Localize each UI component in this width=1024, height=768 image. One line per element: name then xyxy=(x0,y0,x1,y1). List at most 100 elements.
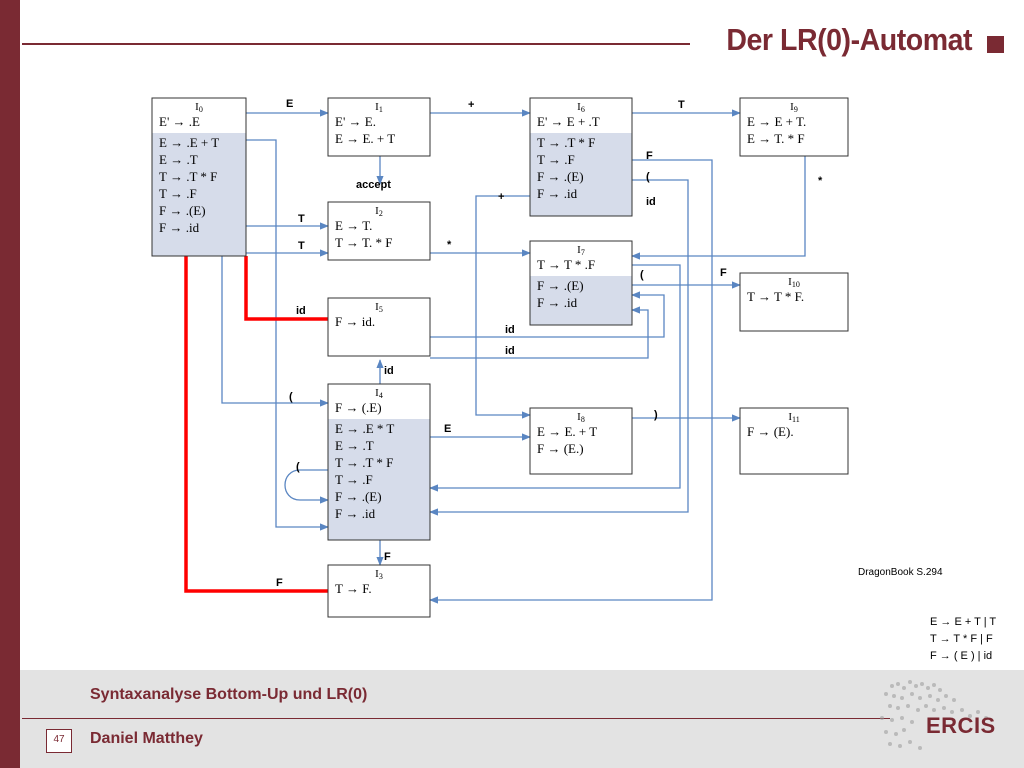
ercis-logo-text: ERCIS xyxy=(926,713,996,738)
state-title: I10 xyxy=(788,276,800,289)
state-title: I5 xyxy=(375,301,383,314)
state-subscript: 3 xyxy=(379,572,383,581)
footer-title: Syntaxanalyse Bottom-Up und LR(0) xyxy=(90,686,368,703)
closure-item: F → .id xyxy=(159,220,200,235)
closure-region xyxy=(530,276,632,325)
kernel-item: F → (E.) xyxy=(537,441,584,456)
transition-edge-10 xyxy=(475,195,531,419)
closure-item: T → .F xyxy=(335,472,373,487)
state-box xyxy=(327,97,431,157)
kernel-item: T → F. xyxy=(335,581,372,596)
kernel-item: T → T * .F xyxy=(537,257,595,272)
kernel-item: E' → E + .T xyxy=(537,114,600,129)
closure-item: E → .T xyxy=(335,438,374,453)
state-box xyxy=(327,297,431,357)
footer-band xyxy=(20,670,1024,768)
closure-region xyxy=(328,419,430,540)
closure-item: F → .id xyxy=(537,295,578,310)
closure-region xyxy=(152,133,246,256)
author-name: Daniel Matthey xyxy=(90,730,203,747)
edge-label-i1-accept: accept xyxy=(356,179,391,191)
kernel-item: E → T. * F xyxy=(747,131,805,146)
kernel-item: E → E. + T xyxy=(335,131,395,146)
closure-item: F → .id xyxy=(537,186,578,201)
closure-item: F → .(E) xyxy=(335,489,382,504)
state-title: I4 xyxy=(375,387,383,400)
closure-item: F → .(E) xyxy=(537,169,584,184)
state-subscript: 1 xyxy=(379,105,383,114)
highlight-path-id xyxy=(244,256,328,321)
closure-region xyxy=(530,133,632,216)
state-i0: I0E' → .EE → .E + TE → .TT → .T * FT → .… xyxy=(151,97,247,257)
edge-label-i0-i1: E xyxy=(286,98,293,110)
state-title: I11 xyxy=(788,411,799,424)
kernel-item: T → T * F. xyxy=(747,289,804,304)
state-i1: I1E' → E.E → E. + T xyxy=(327,97,431,157)
edge-label-i4-i3: F xyxy=(384,551,391,563)
transition-edge-21 xyxy=(246,139,329,531)
closure-item: F → .id xyxy=(335,506,376,521)
transition-edge-7 xyxy=(430,291,665,338)
transition-edge-13 xyxy=(631,156,806,260)
state-i2: I2E → T.T → T. * F xyxy=(327,201,431,261)
state-i3: I3T → F. xyxy=(327,564,431,618)
edge-label-i0-i2b: T xyxy=(298,240,305,252)
state-title: I8 xyxy=(577,411,585,424)
state-box xyxy=(327,383,431,541)
state-subscript: 8 xyxy=(581,415,585,424)
state-title: I7 xyxy=(577,244,585,257)
state-i9: I9E → E + T.E → T. * F xyxy=(739,97,849,157)
transition-edge-16 xyxy=(221,256,329,407)
kernel-item: F → (.E) xyxy=(335,400,382,415)
edge-label-i8-i11: ) xyxy=(654,409,658,421)
edge-label-i1-i6: + xyxy=(468,99,474,111)
transition-edge-8 xyxy=(430,306,649,359)
page-number: 47 xyxy=(53,734,65,745)
state-i5: I5F → id. xyxy=(327,297,431,357)
ercis-logo-map-icon xyxy=(880,680,988,750)
title-square-icon xyxy=(987,36,1004,53)
state-subscript: 6 xyxy=(581,105,585,114)
grammar-rule-t: T → T * F | F xyxy=(930,633,993,645)
edge-label-i6-i9: T xyxy=(678,99,685,111)
page-number-box: 47 xyxy=(46,729,72,753)
closure-item: T → .F xyxy=(159,186,197,201)
state-title: I6 xyxy=(577,101,585,114)
state-box xyxy=(151,97,247,257)
state-subscript: 4 xyxy=(379,391,383,400)
transition-edge-19 xyxy=(284,469,329,504)
edge-label-i6-i4: ( xyxy=(646,171,650,183)
state-box xyxy=(739,407,849,475)
transition-edge-11 xyxy=(429,159,713,604)
highlight-path-f xyxy=(184,256,328,593)
edge-label-i8-i6: + xyxy=(498,191,504,203)
kernel-item: T → T. * F xyxy=(335,235,392,250)
source-note: DragonBook S.294 xyxy=(858,567,943,578)
edge-label-i6-i5: id xyxy=(505,324,515,336)
edge-label-i4-i5: id xyxy=(384,365,394,377)
slide-title: Der LR(0)-Automat xyxy=(726,22,972,57)
state-i8: I8E → E. + T F → (E.) xyxy=(529,407,633,475)
edge-label-i0-i4: ( xyxy=(289,391,293,403)
state-box xyxy=(327,201,431,261)
closure-item: T → .T * F xyxy=(159,169,217,184)
state-subscript: 10 xyxy=(792,280,800,289)
closure-item: F → .(E) xyxy=(159,203,206,218)
edge-label-i6-id: id xyxy=(646,196,656,208)
state-box xyxy=(739,272,849,332)
state-box xyxy=(529,97,633,217)
state-title: I2 xyxy=(375,205,383,218)
edge-label-i4-i4: ( xyxy=(296,461,300,473)
closure-item: E → .T xyxy=(159,152,198,167)
left-accent-bar xyxy=(0,0,20,768)
grammar-rule-f: F → ( E ) | id xyxy=(930,650,993,662)
edge-label-i6-i3: F xyxy=(646,150,653,162)
state-subscript: 5 xyxy=(379,305,383,314)
closure-item: T → .F xyxy=(537,152,575,167)
kernel-item: E → E. + T xyxy=(537,424,597,439)
edge-label-i7-i10: F xyxy=(720,267,727,279)
kernel-item: E → E + T. xyxy=(747,114,806,129)
